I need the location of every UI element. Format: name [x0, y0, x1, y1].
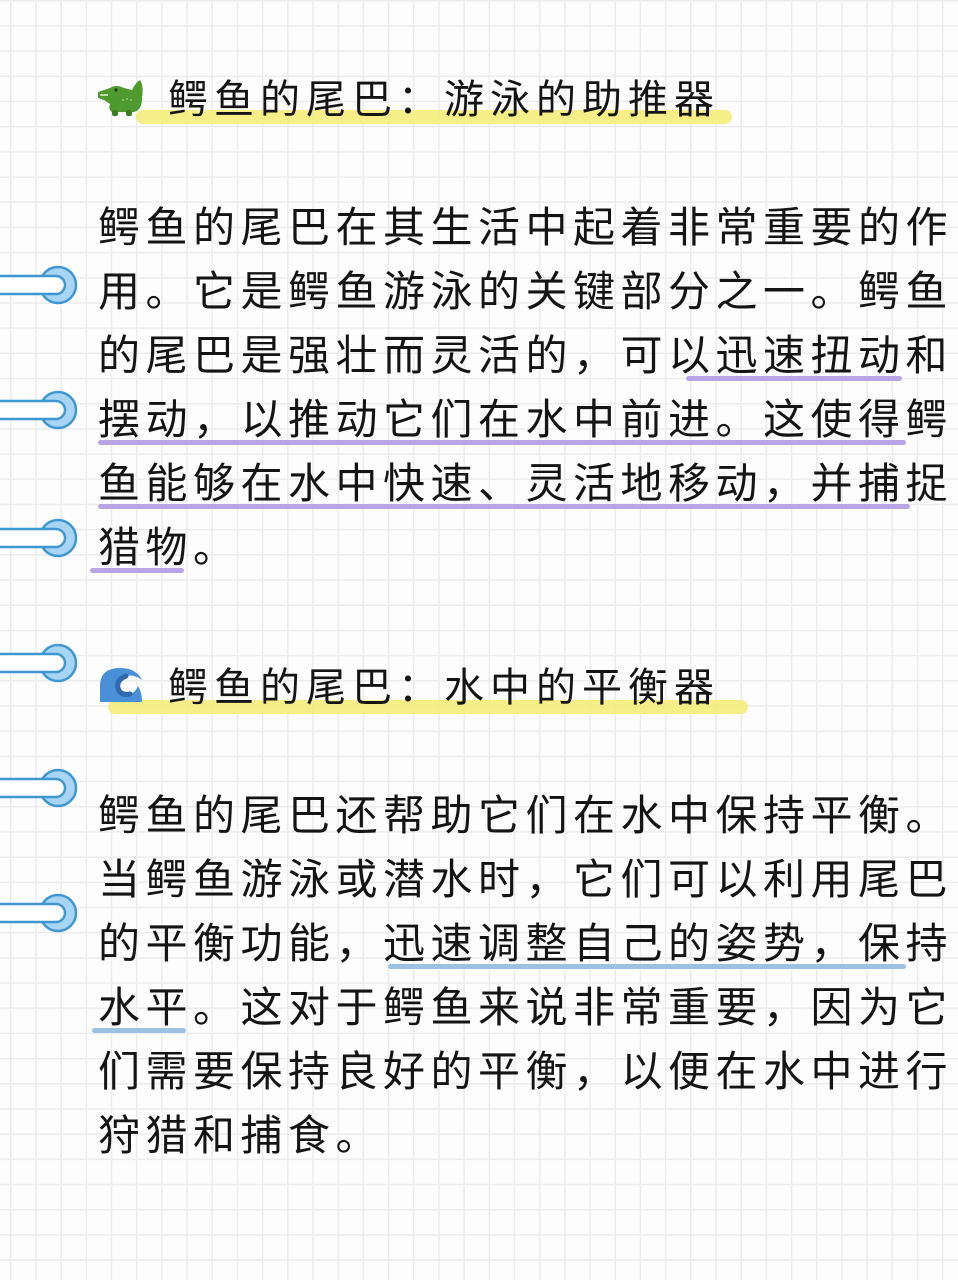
paragraph-line: 摆动，以推动它们在水中前进。这使得鳄: [98, 395, 954, 445]
paragraph-line: 的平衡功能，迅速调整自己的姿势，保持: [98, 919, 954, 969]
highlight-underline: [98, 504, 910, 509]
heading-highlight: [136, 110, 732, 124]
section-2-paragraph: 鳄鱼的尾巴还帮助它们在水中保持平衡。 当鳄鱼游泳或潜水时，它们可以利用尾巴 的平…: [92, 784, 954, 1168]
section-1-heading: 鳄鱼的尾巴：游泳的助推器: [96, 66, 736, 126]
paragraph-line: 们需要保持良好的平衡，以便在水中进行: [98, 1047, 954, 1096]
binder-ring-icon: [0, 768, 78, 808]
wave-icon: [100, 668, 142, 702]
binder-ring-icon: [0, 265, 78, 305]
paragraph-line: 当鳄鱼游泳或潜水时，它们可以利用尾巴: [98, 855, 954, 904]
paragraph-line: 的尾巴是强壮而灵活的，可以迅速扭动和: [98, 331, 954, 381]
section-1-title: 鳄鱼的尾巴：游泳的助推器: [168, 77, 720, 123]
binder-ring-icon: [0, 518, 78, 558]
section-2-title: 鳄鱼的尾巴：水中的平衡器: [168, 665, 720, 711]
binder-ring-icon: [0, 643, 78, 683]
paragraph-line: 猎物。: [90, 516, 914, 580]
paragraph-line: 狩猎和捕食。: [98, 1111, 384, 1160]
highlight-underline: [388, 964, 906, 969]
heading-highlight: [108, 700, 748, 714]
highlight-underline: [92, 1028, 186, 1033]
highlight-underline: [90, 568, 184, 573]
highlight-underline: [686, 376, 902, 381]
paragraph-line: 水平。这对于鳄鱼来说非常重要，因为它: [92, 976, 948, 1040]
section-2-heading: 鳄鱼的尾巴：水中的平衡器: [96, 654, 756, 714]
section-1-paragraph: 鳄鱼的尾巴在其生活中起着非常重要的作 用。它是鳄鱼游泳的关键部分之一。鳄鱼 的尾…: [90, 196, 954, 580]
binder-ring-icon: [0, 390, 78, 430]
paragraph-line: 鳄鱼的尾巴还帮助它们在水中保持平衡。: [98, 791, 954, 840]
paragraph-line: 用。它是鳄鱼游泳的关键部分之一。鳄鱼: [98, 267, 954, 316]
highlight-underline: [98, 440, 906, 445]
binder-ring-icon: [0, 893, 78, 933]
crocodile-icon: [98, 80, 143, 116]
paragraph-line: 鱼能够在水中快速、灵活地移动，并捕捉: [98, 459, 954, 509]
paragraph-line: 鳄鱼的尾巴在其生活中起着非常重要的作: [98, 203, 954, 252]
